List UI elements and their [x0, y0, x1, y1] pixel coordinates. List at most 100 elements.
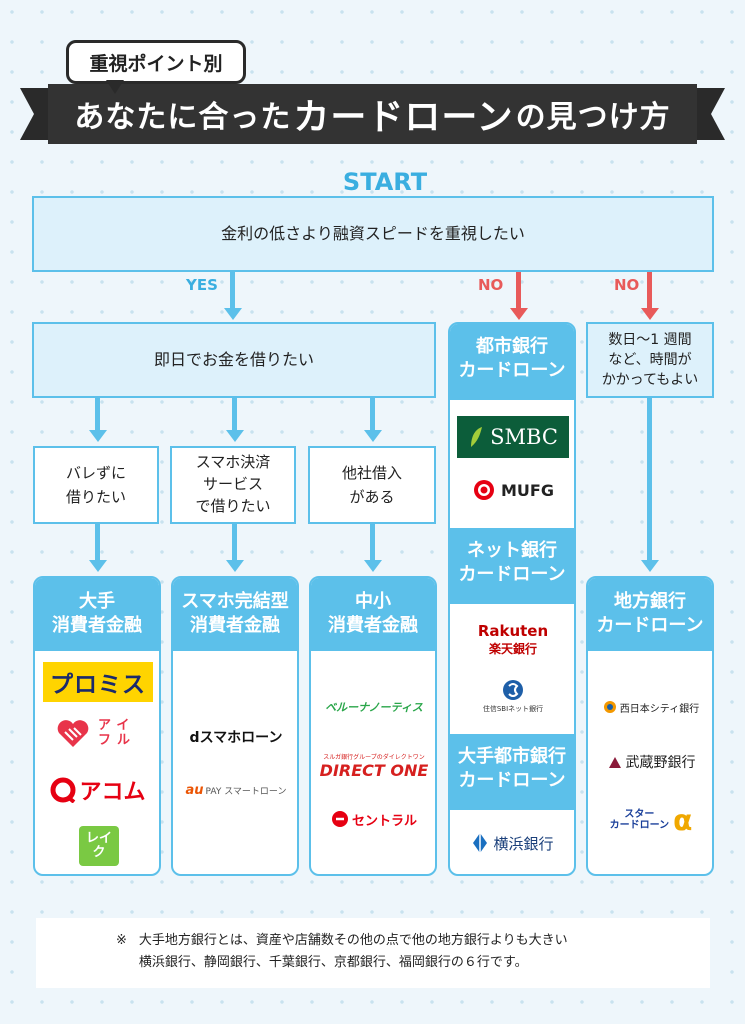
category-major-consumer: 大手 消費者金融 プロミス アイフル アコム レイク — [33, 576, 161, 876]
arrow-down — [510, 308, 528, 320]
category-header: 中小 消費者金融 — [311, 578, 435, 651]
star-cardloan-alpha-logo: スター カードローン α — [592, 802, 710, 838]
lake-logo: レイク — [79, 826, 119, 866]
connector — [95, 398, 100, 432]
arrow-down — [89, 430, 107, 442]
sbi-logo-text: 住信SBIネット銀行 — [482, 704, 544, 713]
category-header: 地方銀行 カードローン — [588, 578, 712, 651]
header-tag: 重視ポイント別 — [66, 40, 246, 84]
category-banks-column: 都市銀行 カードローン SMBC MUFG ネット銀行 カードローン Rakut… — [448, 322, 576, 876]
smbc-logo-text: SMBC — [490, 425, 558, 449]
title-part: の見つけ方 — [515, 100, 671, 135]
condition-line: 借りたい — [65, 488, 126, 506]
title-part: あなたに合った — [74, 100, 292, 135]
central-logo-text: セントラル — [351, 813, 417, 829]
question-today: 即日でお金を借りたい — [32, 322, 436, 398]
category-title-line: 大手都市銀行 — [458, 746, 566, 767]
category-title-line: 消費者金融 — [52, 615, 142, 637]
question-days-line: かかってもよい — [601, 372, 699, 389]
acom-logo-text: アコム — [79, 780, 146, 805]
aiful-heart-icon — [57, 720, 89, 747]
category-title-line: カードローン — [458, 564, 566, 586]
connector — [95, 524, 100, 562]
belle-notice-logo: ベルーナノーティス — [315, 694, 433, 720]
sbi-bank-logo: 住信SBIネット銀行 — [457, 674, 569, 718]
smbc-leaf-icon — [471, 427, 483, 447]
smbc-logo: SMBC — [457, 416, 569, 458]
condition-line: スマホ決済 — [195, 453, 271, 472]
connector — [647, 272, 652, 310]
connector — [370, 524, 375, 562]
title-emphasis: カードローン — [293, 97, 514, 138]
arrow-down — [89, 560, 107, 572]
footnote-row: ※ 大手地方銀行とは、資産や店舗数その他の点で他の地方銀行よりも大きい 横浜銀行… — [116, 930, 710, 974]
category-title-line: 中小 — [355, 591, 391, 612]
condition-line: バレずに — [65, 464, 126, 482]
mufg-logo-text: MUFG — [501, 480, 554, 500]
condition-line: がある — [349, 488, 395, 506]
no-label: NO — [614, 276, 640, 294]
category-title-line: 大手 — [79, 591, 115, 612]
direct-one-sub-text: スルガ銀行グループのダイレクトワン — [323, 754, 425, 761]
arrow-down — [226, 430, 244, 442]
question-today-text: 即日でお金を借りたい — [153, 350, 314, 369]
arrow-down — [641, 560, 659, 572]
page-title: あなたに合った カードローン の見つけ方 — [48, 84, 697, 144]
yokohama-bank-logo: 横浜銀行 — [457, 828, 569, 858]
no-label: NO — [478, 276, 504, 294]
category-header: 大手 消費者金融 — [35, 578, 159, 651]
category-small-consumer: 中小 消費者金融 ベルーナノーティス スルガ銀行グループのダイレクトワン DIR… — [309, 576, 437, 876]
connector — [647, 398, 652, 562]
footnote-text: 大手地方銀行とは、資産や店舗数その他の点で他の地方銀行よりも大きい 横浜銀行、静… — [139, 930, 568, 974]
condition-secret: バレずに 借りたい — [33, 446, 159, 524]
nishinihon-mark-icon — [603, 701, 616, 713]
star-alpha-text: α — [673, 803, 693, 837]
connector — [232, 524, 237, 562]
aiful-logo: アイフル — [43, 712, 153, 756]
arrow-down — [641, 308, 659, 320]
category-title-line: 地方銀行 — [614, 591, 686, 612]
connector — [516, 272, 521, 310]
start-label: START — [342, 168, 428, 196]
yes-label: YES — [186, 276, 218, 294]
d-smartphone-loan-text: dスマホローン — [189, 730, 283, 746]
promise-logo-text: プロミス — [50, 672, 146, 698]
yokohama-mark-icon — [473, 833, 488, 853]
category-header-net-bank: ネット銀行 カードローン — [450, 528, 574, 604]
category-title-line: 都市銀行 — [476, 336, 548, 357]
yokohama-logo-text: 横浜銀行 — [493, 834, 554, 853]
category-header: スマホ完結型 消費者金融 — [173, 578, 297, 651]
footnote-mark: ※ — [116, 933, 127, 948]
d-smartphone-loan-logo: dスマホローン — [177, 722, 295, 752]
mufg-circle-icon — [474, 480, 494, 500]
question-days: 数日〜1 週間 など、時間が かかってもよい — [586, 322, 714, 398]
footnote-line: 横浜銀行、静岡銀行、千葉銀行、京都銀行、福岡銀行の６行です。 — [138, 955, 528, 971]
mufg-logo: MUFG — [457, 474, 569, 506]
category-title-line: 消費者金融 — [190, 615, 280, 637]
arrow-down — [364, 430, 382, 442]
category-title-line: ネット銀行 — [467, 540, 557, 561]
connector — [370, 398, 375, 432]
connector — [230, 272, 235, 310]
musashino-bank-logo: 武蔵野銀行 — [592, 750, 710, 774]
musashino-logo-text: 武蔵野銀行 — [625, 755, 696, 771]
category-title-line: カードローン — [458, 360, 566, 382]
condition-other-loans: 他社借入 がある — [308, 446, 436, 524]
category-smartphone-consumer: スマホ完結型 消費者金融 dスマホローン au PAY スマートローン — [171, 576, 299, 876]
acom-circle-icon — [50, 777, 76, 803]
connector — [232, 398, 237, 432]
category-title-line: スマホ完結型 — [181, 591, 289, 612]
aupay-smartloan-logo: au PAY スマートローン — [177, 778, 295, 802]
musashino-mark-icon — [608, 757, 621, 768]
acom-logo: アコム — [43, 770, 153, 810]
star-cardloan-text-group: スター カードローン — [610, 809, 670, 831]
aupay-au-text: au — [185, 782, 204, 798]
star-line1-text: スター — [624, 809, 655, 820]
arrow-down — [226, 560, 244, 572]
star-line2-text: カードローン — [609, 820, 670, 831]
central-logo: セントラル — [315, 806, 433, 832]
rakuten-bank-logo: Rakuten 楽天銀行 — [457, 620, 569, 660]
question-days-line: など、時間が — [608, 351, 692, 368]
category-header-big-city-bank: 大手都市銀行 カードローン — [450, 734, 574, 810]
condition-line: サービス — [202, 475, 263, 494]
